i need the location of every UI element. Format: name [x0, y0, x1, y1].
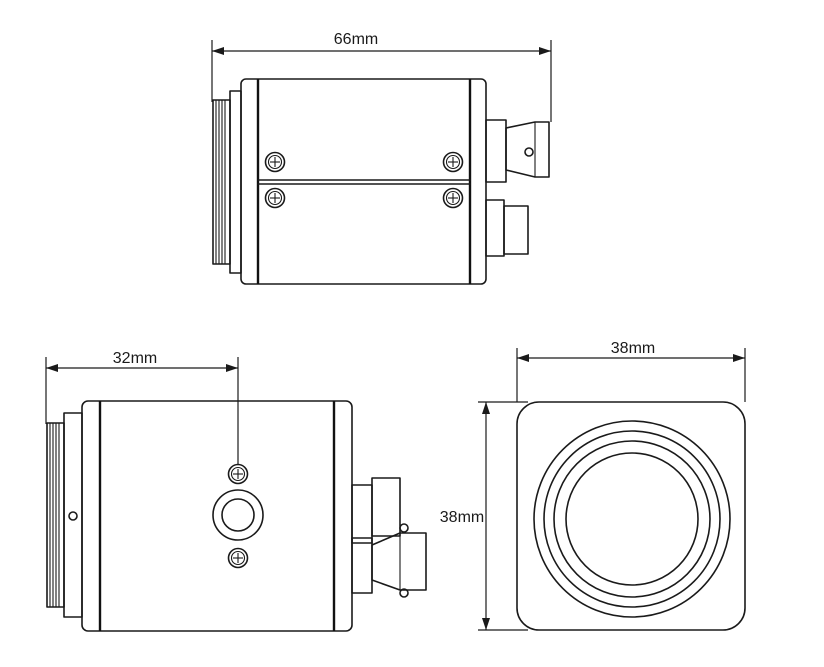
- dimension-38mm-height: 38mm: [440, 401, 528, 631]
- dimension-label-38mm-height: 38mm: [440, 509, 484, 526]
- lens-inner-ring: [553, 440, 711, 598]
- lens-mount-thread-side: [46, 412, 83, 618]
- side-view: 32mm: [45, 350, 427, 632]
- screw-icon: [442, 187, 464, 209]
- camera-body-side: [81, 400, 353, 632]
- lens-aperture: [565, 452, 699, 586]
- dimension-66mm: 66mm: [211, 31, 552, 122]
- screw-icon: [442, 151, 464, 173]
- dimension-label-38mm-width: 38mm: [611, 340, 655, 357]
- camera-body-top: [240, 78, 487, 285]
- dimension-label-32mm: 32mm: [113, 350, 157, 367]
- screw-icon: [264, 151, 286, 173]
- tripod-mount-hole: [221, 498, 255, 532]
- tripod-mount-ring: [212, 489, 264, 541]
- dimension-38mm-width: 38mm: [516, 340, 746, 402]
- top-view: 66mm: [211, 31, 552, 285]
- rear-connector-side: [351, 477, 427, 598]
- camera-front-face: [516, 401, 746, 631]
- screw-icon: [227, 547, 249, 569]
- dimension-label-66mm: 66mm: [334, 31, 378, 48]
- lens-outer-ring: [533, 420, 731, 618]
- screw-icon: [227, 463, 249, 485]
- dimension-32mm: 32mm: [45, 350, 239, 466]
- lens-mount-thread-top: [212, 90, 242, 274]
- front-view: 38mm 38mm: [440, 340, 746, 631]
- lens-ring: [543, 430, 721, 608]
- rear-connector-top: [485, 119, 550, 257]
- screw-icon: [264, 187, 286, 209]
